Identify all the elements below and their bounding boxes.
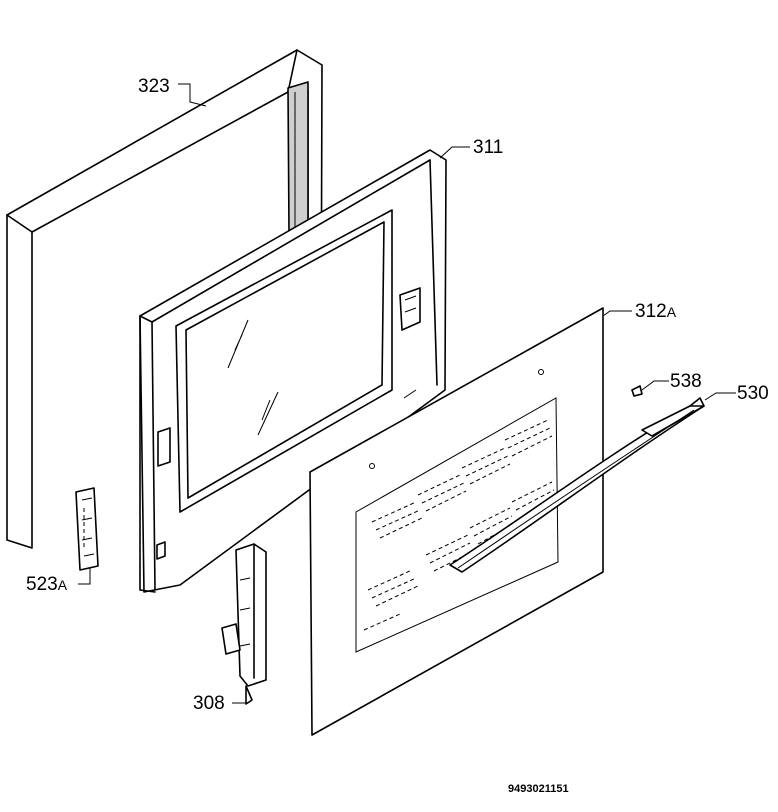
label-523a-suffix: A xyxy=(58,577,68,593)
label-311: 311 xyxy=(473,137,503,158)
document-number: 9493021151 xyxy=(508,783,569,795)
label-308: 308 xyxy=(193,693,225,714)
label-523a-number: 523 xyxy=(26,574,58,595)
part-308-hinge xyxy=(221,543,267,705)
label-312a-suffix: A xyxy=(667,304,677,320)
part-530-handle xyxy=(449,397,705,573)
label-523a: 523A xyxy=(26,574,68,595)
label-530: 530 xyxy=(737,383,769,404)
leader-lines xyxy=(78,83,736,704)
label-312a: 312A xyxy=(635,301,677,322)
part-538-cap xyxy=(631,385,643,397)
part-labels: 323 311 312A 538 530 523A 308 xyxy=(26,76,769,714)
part-311-inner-door xyxy=(139,149,447,593)
label-312a-number: 312 xyxy=(635,301,667,322)
part-523a-bracket xyxy=(75,487,99,571)
label-323: 323 xyxy=(138,76,170,97)
part-312a-outer-glass xyxy=(309,307,604,736)
label-538: 538 xyxy=(670,371,702,392)
